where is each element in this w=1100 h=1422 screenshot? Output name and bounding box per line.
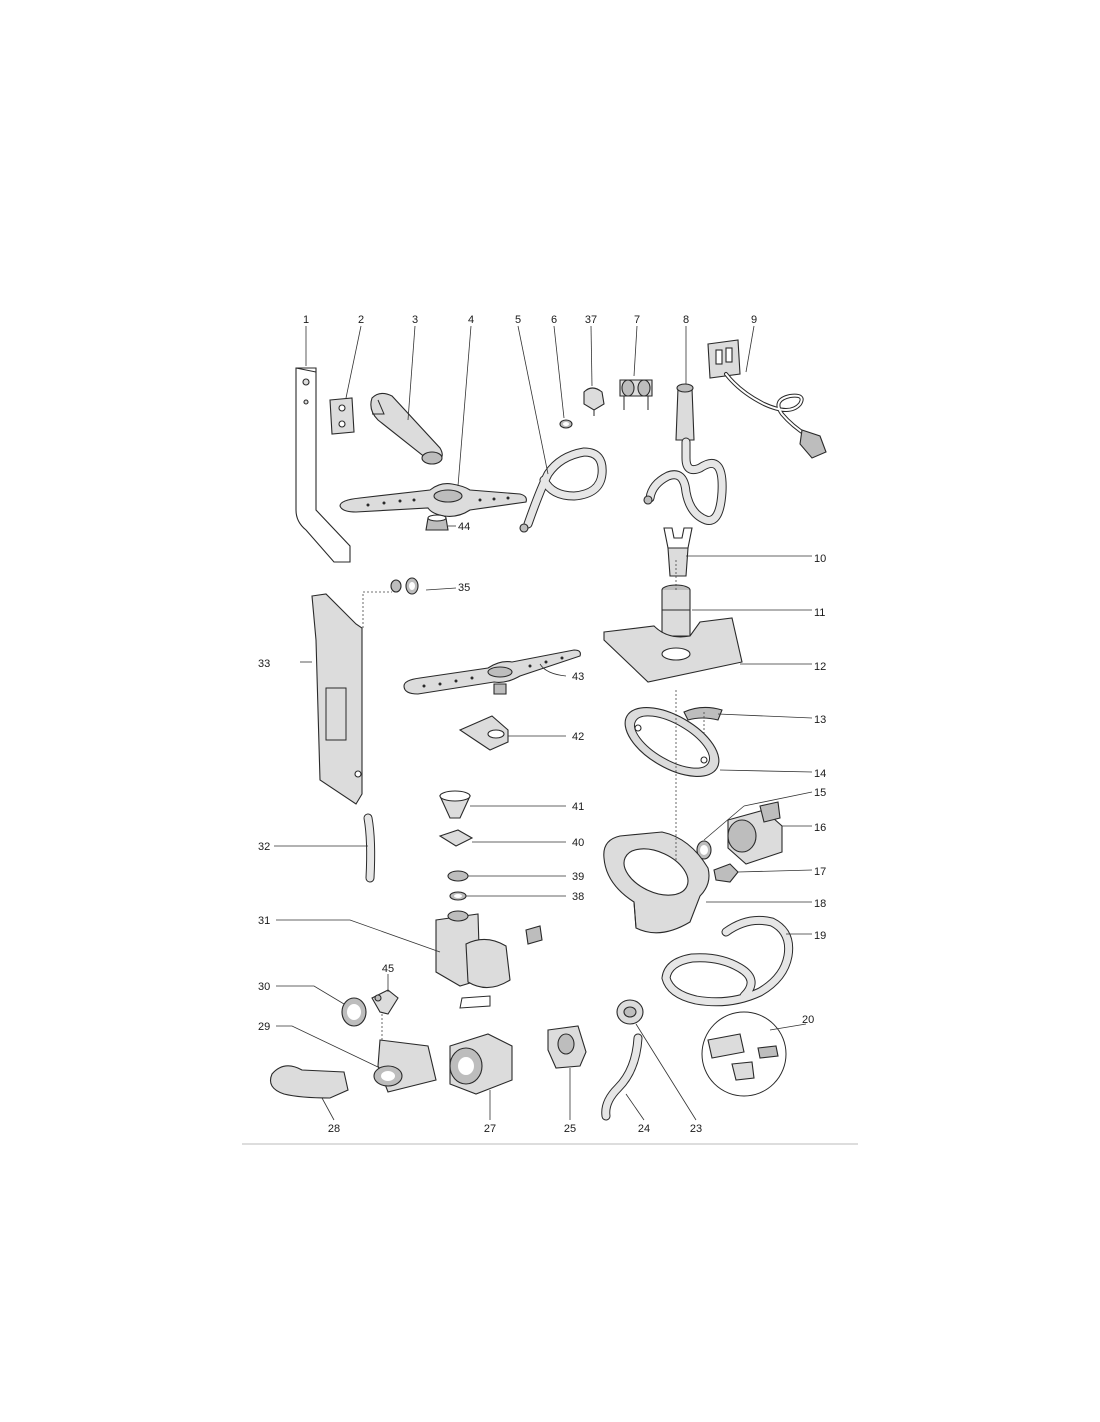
callout-29: 29 [258,1021,270,1033]
part-14-sump-seal [624,707,720,777]
callout-35: 35 [458,582,470,594]
callout-43: 43 [572,671,584,683]
part-33-side-panel [311,593,363,805]
part-41-funnel [439,790,471,819]
part-4-upper-spray-arm [339,483,527,517]
callout-40: 40 [572,837,584,849]
callout-23: 23 [690,1123,702,1135]
part-39-nut [447,870,469,882]
callout-41: 41 [572,801,584,813]
part-42-spray-support [458,715,509,751]
callout-5: 5 [515,314,521,326]
callout-44: 44 [458,521,470,533]
part-28-elbow-hose [269,1065,349,1099]
callout-11: 11 [814,607,825,619]
callout-25: 25 [564,1123,576,1135]
callout-37: 37 [585,314,597,326]
callout-38: 38 [572,891,584,903]
part-17-cap [713,863,739,883]
callout-6: 6 [551,314,557,326]
callout-20: 20 [802,1014,814,1026]
part-11-cylinder-filter [661,584,691,637]
callout-9: 9 [751,314,757,326]
callout-8: 8 [683,314,689,326]
callout-10: 10 [814,553,826,565]
callout-30: 30 [258,981,270,993]
callout-15: 15 [814,787,826,799]
callout-numbers: 1 2 3 4 5 6 37 7 8 9 44 10 11 12 13 14 1… [258,314,826,1135]
part-8-inlet-hose [643,383,727,525]
callout-3: 3 [412,314,418,326]
callout-14: 14 [814,768,826,780]
part-10-fine-filter [663,527,693,577]
part-29-pump-housing [373,1039,437,1093]
callout-7: 7 [634,314,640,326]
part-6-o-ring [559,419,573,429]
part-37-clip [583,387,605,416]
part-23-cap [616,999,644,1025]
assembly-guide-lines [362,560,705,1040]
part-19-drain-hose [661,915,794,1007]
part-3-spray-connector [370,392,443,465]
part-25-inlet-valve [547,1025,587,1069]
callout-13: 13 [814,714,826,726]
callout-28: 28 [328,1123,340,1135]
callout-24: 24 [638,1123,650,1135]
part-12-flat-filter [603,617,743,683]
part-32-tube [363,813,376,883]
callout-45: 45 [382,963,394,975]
callout-1: 1 [303,314,309,326]
part-30-sleeve [341,997,367,1027]
part-20-microswitch-detail [701,1011,787,1097]
part-27-circulation-pump [449,1033,513,1095]
part-18-sump [603,831,710,934]
part-13-clip [683,706,723,721]
part-9-power-cable [707,339,827,459]
part-15-o-ring [696,840,712,860]
part-16-heating-unit [727,801,783,865]
callout-19: 19 [814,930,826,942]
callout-42: 42 [572,731,584,743]
callout-33: 33 [258,658,270,670]
callout-12: 12 [814,661,826,673]
callout-32: 32 [258,841,270,853]
callout-39: 39 [572,871,584,883]
callout-4: 4 [468,314,474,326]
callout-16: 16 [814,822,826,834]
part-44-nut [425,514,449,531]
part-2-bracket [329,397,355,435]
part-5-supply-hose [519,447,607,533]
callout-leader-lines [274,325,813,1121]
callout-17: 17 [814,866,826,878]
part-24-hose [601,1033,643,1121]
part-40-cap [438,829,474,847]
callout-31: 31 [258,915,270,927]
part-7-connector [619,379,653,410]
callout-2: 2 [358,314,364,326]
callout-27: 27 [484,1123,496,1135]
callout-18: 18 [814,898,826,910]
part-45-y-connector [371,989,399,1015]
part-35-ring-nut [390,577,419,595]
part-38-washer [449,891,467,901]
part-1-support-pipe [295,367,351,563]
part-43-lower-spray-arm [403,649,581,695]
part-31-water-softener [435,910,543,1009]
